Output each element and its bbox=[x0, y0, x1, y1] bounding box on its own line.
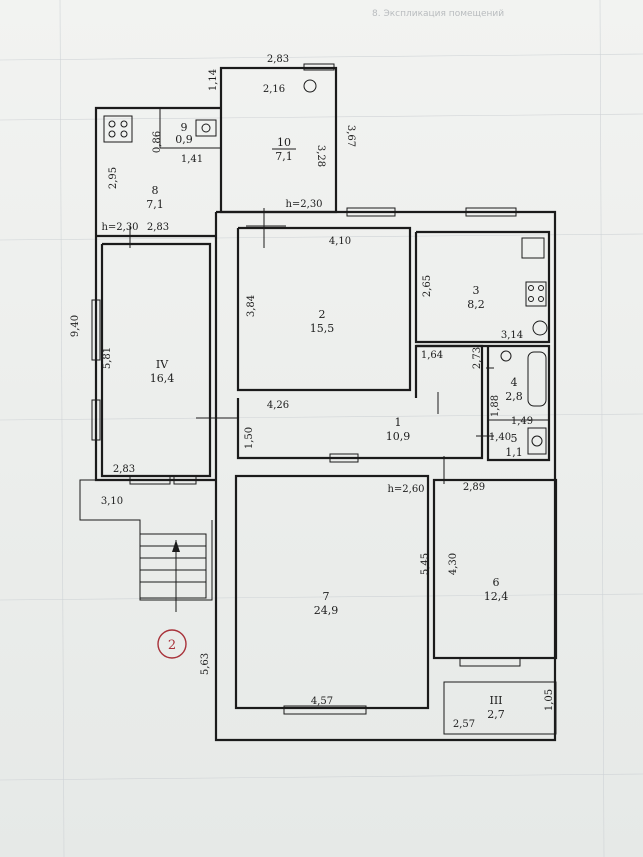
room-7-area: 24,9 bbox=[314, 604, 339, 617]
room-10-area: 7,1 bbox=[275, 150, 293, 163]
doors bbox=[129, 208, 494, 484]
walls bbox=[79, 66, 558, 742]
porch-outline bbox=[79, 479, 213, 601]
dim-label: 5,81 bbox=[102, 347, 113, 369]
sink-icon bbox=[500, 350, 512, 362]
dim-label: h=2,30 bbox=[285, 199, 322, 210]
room-8-number: 8 bbox=[152, 184, 159, 197]
room-6-number: 6 bbox=[493, 576, 500, 589]
toilet-icon bbox=[527, 427, 547, 455]
dim-label: 2,83 bbox=[267, 54, 289, 65]
dim-label: 4,57 bbox=[311, 696, 333, 707]
room-4-area: 2,8 bbox=[505, 390, 523, 403]
dim-label: 1,49 bbox=[511, 416, 533, 427]
dim-label: 4,30 bbox=[448, 553, 459, 575]
dim-label: 4,10 bbox=[329, 236, 351, 247]
dim-label: 1,14 bbox=[208, 69, 219, 91]
sink-icon bbox=[532, 320, 548, 336]
room-iv-number: IV bbox=[156, 358, 169, 371]
dim-label: 2,83 bbox=[147, 222, 169, 233]
dim-label: 1,88 bbox=[490, 395, 501, 417]
dim-label: 3,10 bbox=[101, 496, 123, 507]
sheet-number-stamp: 2 bbox=[157, 629, 187, 659]
header-text: 8. Экспликация помещений bbox=[372, 9, 504, 19]
dim-label: 3,28 bbox=[315, 145, 326, 167]
dim-label: 1,64 bbox=[421, 350, 443, 361]
dim-label: 1,05 bbox=[544, 689, 555, 711]
wall-main-top bbox=[216, 210, 557, 478]
room-4-number: 4 bbox=[511, 376, 518, 389]
dim-label: 3,14 bbox=[501, 330, 523, 341]
room-2-area: 15,5 bbox=[310, 322, 335, 335]
bathtub-icon bbox=[527, 351, 547, 407]
dim-label: 5,63 bbox=[200, 653, 211, 675]
dim-label: 1,50 bbox=[244, 427, 255, 449]
sheet-number: 2 bbox=[168, 638, 176, 653]
wall-room-8 bbox=[94, 106, 221, 236]
wall-room-iii bbox=[443, 681, 557, 735]
dim-label: 0,86 bbox=[152, 131, 163, 153]
room-1-number: 1 bbox=[395, 416, 402, 429]
room-iii-area: 2,7 bbox=[487, 708, 505, 721]
wall-room-1 bbox=[236, 344, 484, 460]
room-7-number: 7 bbox=[323, 590, 330, 603]
room-2-number: 2 bbox=[319, 308, 326, 321]
dim-label: 2,57 bbox=[453, 719, 475, 730]
dim-label: 9,40 bbox=[70, 315, 81, 337]
dim-label: h=2,30 bbox=[101, 222, 138, 233]
dim-label: 1,40 bbox=[489, 432, 511, 443]
wall-room-7 bbox=[234, 474, 430, 710]
room-1-area: 10,9 bbox=[386, 430, 411, 443]
dim-label: 2,89 bbox=[463, 482, 485, 493]
stove-icon bbox=[103, 115, 133, 143]
dim-label: 5,45 bbox=[420, 553, 431, 575]
room-10-number: 10 bbox=[277, 136, 291, 149]
room-labels: 10 7,1 9 0,9 8 7,1 2 15,5 3 8,2 IV 16,4 … bbox=[146, 121, 523, 721]
dim-label: 1,41 bbox=[181, 154, 203, 165]
room-9-area: 0,9 bbox=[175, 133, 193, 146]
room-iii-number: III bbox=[489, 694, 502, 707]
room-9-number: 9 bbox=[181, 121, 188, 134]
wall-room-4-5 bbox=[416, 344, 551, 462]
dim-label: 2,16 bbox=[263, 84, 285, 95]
room-8-area: 7,1 bbox=[146, 198, 164, 211]
wall-room-2 bbox=[236, 226, 412, 392]
room-iv-area: 16,4 bbox=[150, 372, 175, 385]
fixtures bbox=[103, 79, 548, 455]
room-3-number: 3 bbox=[473, 284, 480, 297]
room-3-area: 8,2 bbox=[467, 298, 485, 311]
dim-label: 2,73 bbox=[472, 347, 483, 369]
boiler-icon bbox=[521, 237, 545, 259]
room-6-area: 12,4 bbox=[484, 590, 509, 603]
wall-room-3 bbox=[414, 230, 551, 344]
wall-room-iv bbox=[100, 242, 212, 478]
dim-label: 3,84 bbox=[246, 295, 257, 317]
dim-label: h=2,60 bbox=[387, 484, 424, 495]
dim-label: 2,83 bbox=[113, 464, 135, 475]
stairs bbox=[139, 533, 207, 612]
room-5-number: 5 bbox=[511, 432, 518, 445]
dim-label: 2,65 bbox=[422, 275, 433, 297]
dim-label: 2,95 bbox=[108, 167, 119, 189]
dim-label: 4,26 bbox=[267, 400, 289, 411]
room-5-area: 1,1 bbox=[505, 446, 523, 459]
dim-label: 3,67 bbox=[345, 125, 356, 147]
sink-icon bbox=[303, 79, 317, 93]
windows bbox=[91, 63, 521, 715]
toilet-icon bbox=[195, 119, 217, 137]
stove-icon bbox=[525, 281, 547, 307]
dimension-labels: 2,83 1,14 2,16 3,67 3,28 0,86 1,41 2,95 … bbox=[70, 54, 555, 730]
